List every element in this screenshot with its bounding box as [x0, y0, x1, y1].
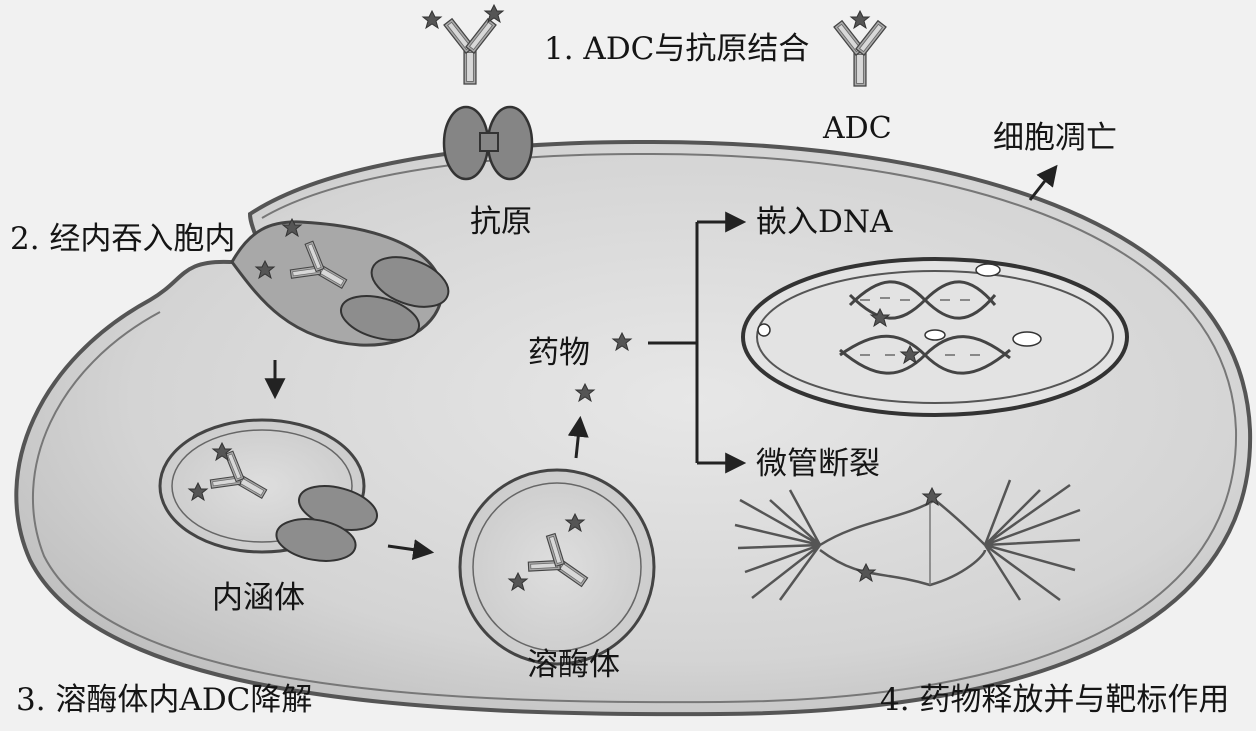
pit-antigen: [370, 256, 450, 308]
step3-label: 3. 溶酶体内ADC降解: [16, 682, 313, 718]
pit-antigen: [340, 295, 420, 341]
endosome-label: 内涵体: [212, 580, 305, 616]
antigen-label: 抗原: [470, 204, 532, 240]
endosome: [158, 418, 378, 562]
step2-label: 2. 经内吞入胞内: [10, 221, 236, 257]
branch-arrows: [648, 211, 747, 474]
flow-arrow: [567, 415, 589, 459]
apoptosis-arrow: [1028, 164, 1058, 201]
nucleus: [741, 257, 1129, 417]
apoptosis-label: 细胞凋亡: [993, 120, 1117, 156]
lysosome: [458, 468, 656, 666]
flow-arrow: [387, 539, 435, 561]
dna-helix: [848, 280, 997, 320]
drug-label: 药物: [528, 335, 590, 371]
lysosome-label: 溶酶体: [527, 647, 620, 683]
adc-antibody-icon: [833, 10, 887, 87]
embed-dna-label: 嵌入DNA: [756, 204, 893, 240]
step4-label: 4. 药物释放并与靶标作用: [880, 682, 1230, 718]
adc-label: ADC: [823, 111, 892, 146]
dna-helix: [839, 334, 1011, 375]
antigen-icon: [442, 105, 534, 181]
microtubule-label: 微管断裂: [756, 446, 880, 482]
step1-label: 1. ADC与抗原结合: [544, 31, 810, 67]
adc-antibody-icon: [422, 4, 504, 85]
